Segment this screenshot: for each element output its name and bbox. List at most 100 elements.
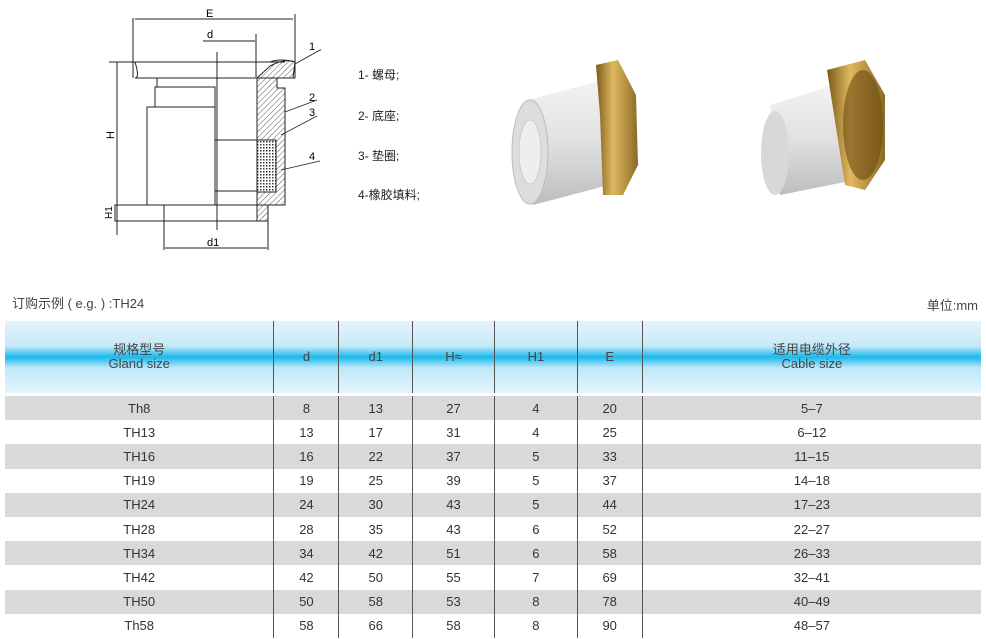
cell-e: 25: [576, 420, 643, 445]
cell-h: 31: [411, 420, 495, 445]
cell-e: 33: [576, 444, 643, 469]
cell-e: 37: [576, 468, 643, 493]
header-en: H1: [527, 349, 545, 364]
cell-d1: 22: [338, 444, 413, 469]
cell-e: 90: [576, 613, 643, 638]
cell-cable-size: 11–15: [641, 444, 981, 469]
dim-label-d: d: [207, 29, 213, 41]
cell-d: 19: [273, 468, 339, 493]
column-header-d1: d1: [338, 321, 413, 396]
cell-h1: 4: [494, 420, 578, 445]
cell-cable-size: 5–7: [641, 394, 981, 421]
header-en: H≈: [445, 349, 462, 364]
column-header-e: E: [576, 321, 643, 396]
cell-d: 13: [273, 420, 339, 445]
column-header-h1: H1: [494, 321, 578, 396]
cell-cable-size: 22–27: [641, 516, 981, 542]
cell-cable-size: 40–49: [641, 589, 981, 614]
cell-h: 55: [411, 565, 495, 590]
cell-gland-size: TH13: [5, 420, 274, 445]
cell-d: 28: [273, 516, 339, 542]
cell-d: 58: [273, 613, 339, 638]
legend-base: 2- 底座;: [358, 109, 400, 123]
cell-e: 52: [576, 516, 643, 542]
cell-d1: 17: [338, 420, 413, 445]
cell-d1: 25: [338, 468, 413, 493]
cell-h1: 6: [494, 541, 578, 566]
cell-d1: 66: [338, 613, 413, 638]
cell-h1: 4: [494, 394, 578, 421]
cell-gland-size: Th8: [5, 394, 274, 421]
product-photo-front: [511, 60, 638, 205]
unit-label: 单位:mm: [926, 298, 978, 313]
cell-h1: 5: [494, 492, 578, 517]
cell-h1: 5: [494, 444, 578, 469]
cell-cable-size: 32–41: [641, 565, 981, 590]
cell-e: 44: [576, 492, 643, 517]
column-header-h: H≈: [411, 321, 495, 396]
cell-d: 24: [273, 492, 339, 517]
cell-h1: 7: [494, 565, 578, 590]
cell-h: 53: [411, 589, 495, 614]
cell-d1: 58: [338, 589, 413, 614]
order-example: 订购示例 ( e.g. ) :TH24: [12, 296, 145, 311]
cell-cable-size: 17–23: [641, 492, 981, 517]
cell-h1: 5: [494, 468, 578, 493]
cell-d: 16: [273, 444, 339, 469]
callout-4: 4: [309, 151, 315, 163]
column-header-d: d: [273, 321, 339, 396]
header-en: E: [605, 349, 615, 364]
cell-d: 8: [273, 394, 339, 421]
legend-washer: 3- 垫圈;: [358, 149, 400, 163]
cell-gland-size: TH34: [5, 541, 274, 566]
cell-gland-size: TH50: [5, 589, 274, 614]
cell-d1: 35: [338, 516, 413, 542]
cell-h1: 6: [494, 516, 578, 542]
cell-h: 43: [411, 492, 495, 517]
header-en: d1: [368, 349, 383, 364]
header-cn: 规格型号: [113, 342, 166, 357]
cell-h: 37: [411, 444, 495, 469]
dim-label-d1: d1: [207, 237, 219, 249]
header-cn: 适用电缆外径: [772, 342, 851, 357]
cell-e: 78: [576, 589, 643, 614]
callout-1: 1: [309, 41, 315, 53]
cell-h1: 8: [494, 613, 578, 638]
cell-h: 39: [411, 468, 495, 493]
cell-d1: 50: [338, 565, 413, 590]
cell-gland-size: TH28: [5, 516, 274, 542]
cell-e: 20: [576, 394, 643, 421]
cell-e: 69: [576, 565, 643, 590]
cell-cable-size: 6–12: [641, 420, 981, 445]
cell-gland-size: Th58: [5, 613, 274, 638]
cell-h: 43: [411, 516, 495, 542]
header-en: d: [302, 349, 311, 364]
cell-d: 50: [273, 589, 339, 614]
cell-d1: 30: [338, 492, 413, 517]
cell-h1: 8: [494, 589, 578, 614]
cell-gland-size: TH42: [5, 565, 274, 590]
cell-cable-size: 14–18: [641, 468, 981, 493]
cell-cable-size: 48–57: [641, 613, 981, 638]
cell-h: 27: [411, 394, 495, 421]
callout-2: 2: [309, 92, 315, 104]
legend-rubber-seal: 4-橡胶填料;: [358, 188, 421, 202]
legend-nut: 1- 螺母;: [358, 68, 400, 82]
cell-d: 34: [273, 541, 339, 566]
cell-gland-size: TH19: [5, 468, 274, 493]
cell-d: 42: [273, 565, 339, 590]
dim-label-H1: H1: [104, 206, 115, 219]
dim-label-H: H: [105, 131, 117, 139]
cell-h: 58: [411, 613, 495, 638]
